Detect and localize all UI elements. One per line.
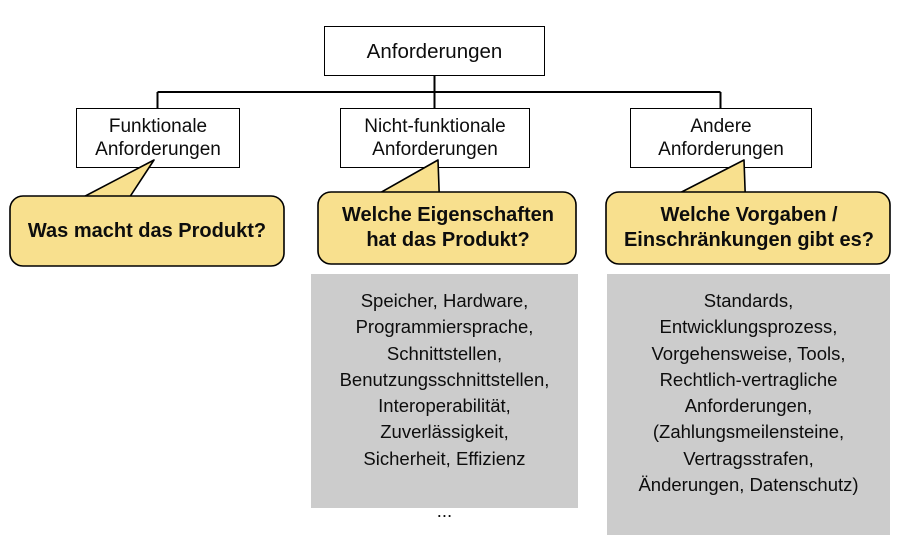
node-nonfunctional-requirements: Nicht-funktionale Anforderungen bbox=[340, 108, 530, 168]
callout-body-nonfunctional bbox=[317, 191, 577, 265]
callout-body-functional bbox=[9, 195, 285, 267]
node-root: Anforderungen bbox=[324, 26, 545, 76]
detail-list-other: Standards, Entwicklungsprozess, Vorgehen… bbox=[607, 274, 890, 540]
detail-list-nonfunctional: Speicher, Hardware, Programmiersprache, … bbox=[311, 274, 578, 521]
node-other-requirements: Andere Anforderungen bbox=[630, 108, 812, 168]
callout-other-requirements: Welche Vorgaben / Einschränkungen gibt e… bbox=[604, 159, 894, 268]
node-functional-requirements-label: Funktionale Anforderungen bbox=[95, 115, 221, 160]
callout-body-other bbox=[605, 191, 891, 265]
node-root-label: Anforderungen bbox=[366, 39, 503, 63]
callout-other-text: Welche Vorgaben / Einschränkungen gibt e… bbox=[623, 204, 875, 251]
callout-nonfunctional-text: Welche Eigenschaften hat das Produkt? bbox=[342, 204, 554, 251]
callout-functional-text: Was macht das Produkt? bbox=[27, 219, 267, 242]
node-nonfunctional-requirements-label: Nicht-funktionale Anforderungen bbox=[364, 115, 506, 160]
callout-functional-requirements: Was macht das Produkt? bbox=[4, 159, 290, 270]
node-functional-requirements: Funktionale Anforderungen bbox=[76, 108, 240, 168]
node-other-requirements-label: Andere Anforderungen bbox=[658, 115, 784, 160]
callout-nonfunctional-requirements: Welche Eigenschaften hat das Produkt? bbox=[314, 159, 582, 268]
